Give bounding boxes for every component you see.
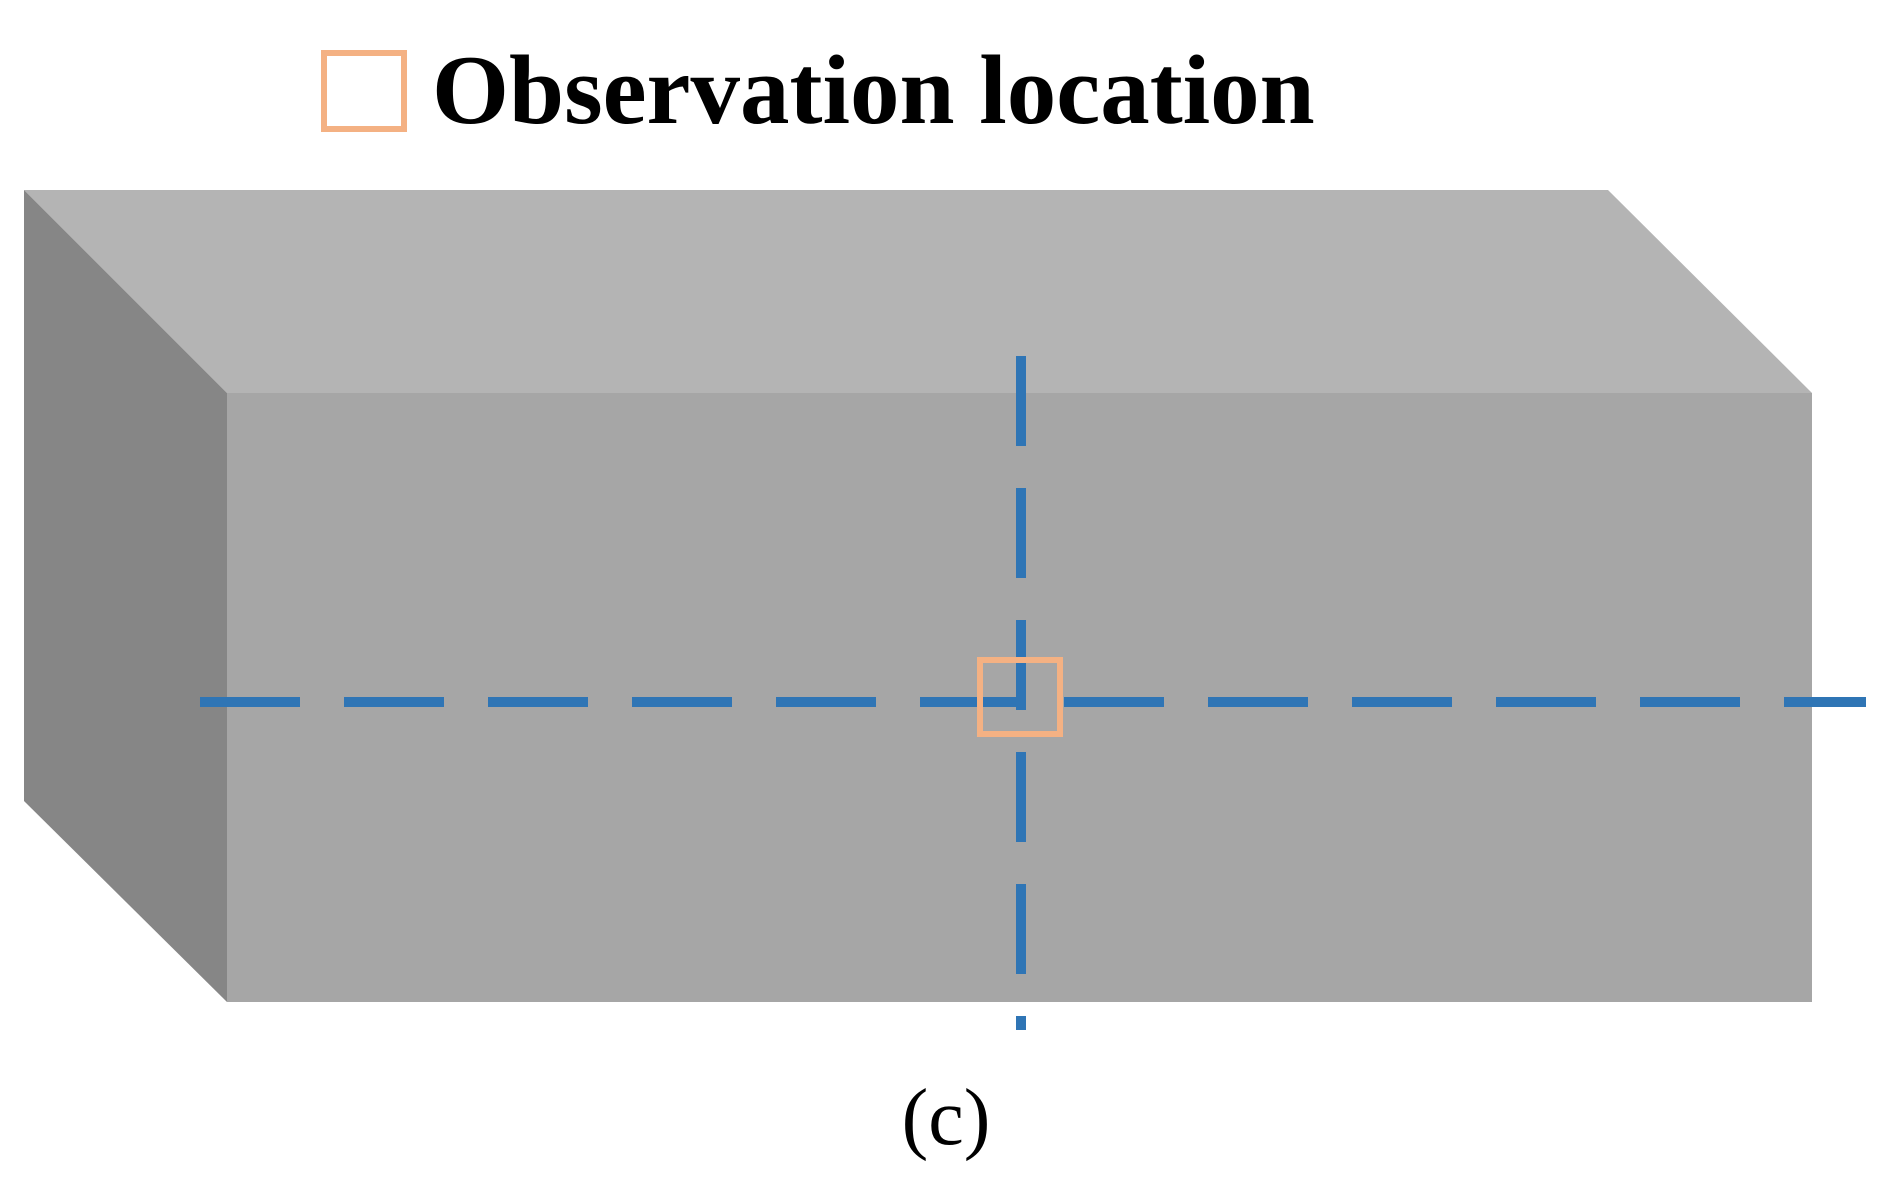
legend-label: Observation location (432, 36, 1315, 145)
center-axes (200, 356, 1866, 1030)
panel-label: (c) (902, 1074, 991, 1162)
block-top-face (24, 190, 1812, 393)
specimen-block (24, 190, 1812, 1002)
legend: Observation location (321, 36, 1315, 145)
legend-marker-icon (321, 50, 407, 132)
observation-location-marker (977, 657, 1063, 737)
block-side-face (24, 190, 227, 1002)
